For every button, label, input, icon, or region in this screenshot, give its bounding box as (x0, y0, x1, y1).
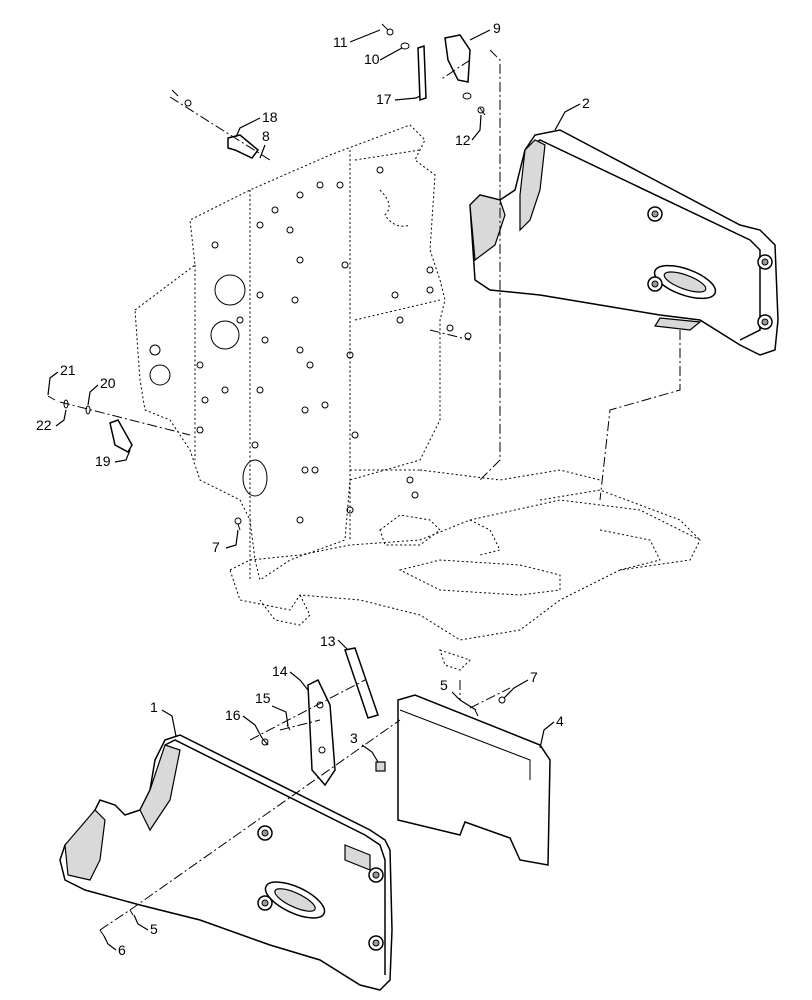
callout-18: 18 (235, 109, 278, 138)
frame-outline (229, 469, 701, 671)
part-3 (375, 761, 386, 772)
callout-7-lower: 7 (503, 669, 538, 699)
callout-3: 3 (350, 730, 379, 763)
part-4-panel (397, 694, 551, 866)
svg-text:1: 1 (150, 699, 158, 715)
svg-text:19: 19 (95, 453, 111, 469)
callout-2: 2 (554, 95, 590, 131)
svg-text:8: 8 (262, 128, 270, 144)
brackets-upper (109, 34, 471, 454)
svg-text:12: 12 (455, 132, 471, 148)
callout-5-lower: 5 (133, 914, 158, 937)
part-9 (444, 34, 471, 83)
svg-text:11: 11 (333, 34, 348, 50)
svg-text:13: 13 (320, 633, 336, 649)
callout-14: 14 (272, 663, 309, 691)
callout-10: 10 (364, 47, 403, 67)
svg-text:7: 7 (530, 669, 538, 685)
svg-text:18: 18 (262, 109, 278, 125)
svg-text:5: 5 (150, 921, 158, 937)
svg-text:2: 2 (582, 95, 590, 111)
callout-13: 13 (320, 633, 349, 651)
callout-12: 12 (455, 114, 482, 148)
part-19 (109, 419, 133, 454)
callout-16: 16 (225, 707, 263, 739)
svg-text:21: 21 (60, 362, 76, 378)
svg-text:9: 9 (493, 20, 501, 36)
part-14 (307, 678, 336, 787)
brackets-lower (307, 647, 386, 787)
callout-21: 21 (47, 362, 76, 396)
svg-text:16: 16 (225, 707, 241, 723)
callout-22: 22 (36, 409, 67, 433)
hardware (47, 23, 506, 937)
svg-text:14: 14 (272, 663, 288, 679)
callout-17: 17 (376, 91, 421, 107)
svg-text:20: 20 (100, 375, 116, 391)
assembly-lines (59, 49, 681, 931)
svg-text:4: 4 (556, 713, 564, 729)
svg-text:5: 5 (440, 677, 448, 693)
part-13 (344, 647, 379, 719)
callout-15: 15 (255, 690, 289, 727)
center-panel (134, 124, 446, 581)
svg-text:15: 15 (255, 690, 271, 706)
svg-text:6: 6 (118, 942, 126, 958)
svg-text:10: 10 (364, 51, 380, 67)
svg-text:7: 7 (212, 539, 220, 555)
callout-20: 20 (87, 375, 116, 406)
callout-5-upper: 5 (440, 677, 477, 711)
part-1-side-shield (59, 734, 393, 991)
callouts: 11 10 9 17 12 2 18 8 21 20 22 19 7 13 14… (36, 20, 590, 958)
callout-9: 9 (469, 20, 501, 41)
svg-text:17: 17 (376, 91, 392, 107)
callout-1: 1 (150, 699, 177, 737)
part-2-side-shield (469, 129, 779, 356)
svg-text:22: 22 (36, 417, 52, 433)
callout-6: 6 (103, 935, 126, 958)
svg-text:3: 3 (350, 730, 358, 746)
panel-bolts (196, 166, 434, 524)
callout-8: 8 (259, 128, 270, 159)
part-18 (227, 134, 260, 159)
part-17 (417, 44, 427, 102)
callout-19: 19 (95, 449, 131, 469)
callout-4: 4 (539, 713, 564, 749)
callout-7-upper: 7 (212, 529, 239, 555)
callout-11: 11 (333, 29, 381, 50)
